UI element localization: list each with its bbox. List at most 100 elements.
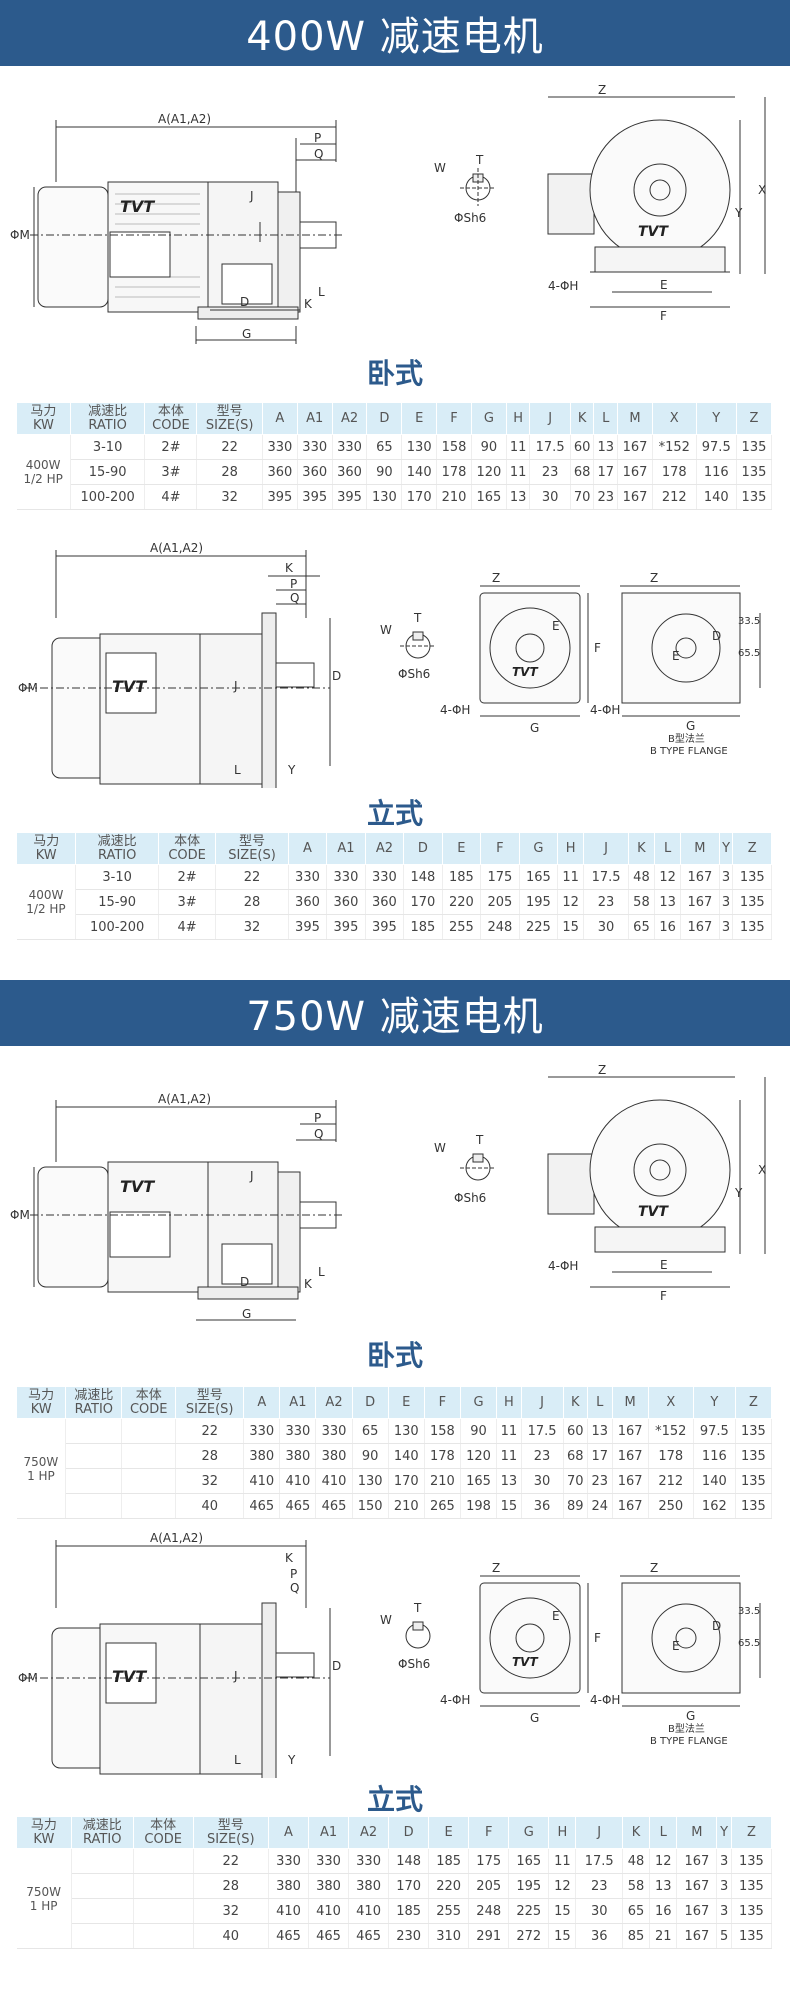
table-cell: 23 — [521, 1443, 564, 1469]
dim-p-label: P — [290, 577, 297, 591]
table-cell: 15 — [496, 1493, 522, 1519]
table-cell: 465 — [315, 1493, 353, 1519]
table-cell: 65 — [622, 1898, 651, 1924]
column-header: E — [401, 402, 438, 435]
table-cell: 167 — [617, 434, 653, 460]
horizontal-drawing-750w: A(A1,A2) P Q J D K L G ΦM TVT W T ΦSh6 Z… — [0, 1062, 790, 1330]
table-cell: 167 — [612, 1418, 649, 1444]
table-cell: 23 — [529, 459, 571, 485]
table-cell: 170 — [401, 484, 438, 510]
column-header: G — [508, 1816, 550, 1849]
column-header: A2 — [364, 832, 405, 865]
table-cell: 167 — [680, 889, 720, 915]
table-cell: 410 — [268, 1898, 310, 1924]
table-cell: 90 — [460, 1418, 498, 1444]
b-flange-cn-label: B型法兰 — [668, 732, 705, 745]
column-header: M — [617, 402, 653, 435]
table-cell: 2# — [144, 434, 198, 460]
table-cell: 330 — [297, 434, 333, 460]
table-cell: 130 — [401, 434, 438, 460]
dim-e-label-b: E — [672, 1639, 680, 1653]
table-cell: 465 — [348, 1923, 390, 1949]
table-cell: 23 — [583, 889, 629, 915]
table-cell: 58 — [628, 889, 656, 915]
column-header: H — [505, 402, 531, 435]
table-cell: 135 — [731, 1873, 773, 1899]
table-cell: 48 — [622, 1848, 651, 1874]
column-header: X — [647, 1386, 694, 1419]
dim-w-label: W — [380, 623, 392, 637]
table-cell: 60 — [563, 1418, 589, 1444]
dim-f-label: F — [660, 309, 667, 323]
table-cell: 36 — [575, 1923, 623, 1949]
table-cell: 135 — [736, 434, 773, 460]
table-cell: 15-90 — [75, 889, 159, 915]
table-cell: 167 — [612, 1443, 649, 1469]
dim-4-phi-h-label: 4-ΦH — [548, 1259, 578, 1273]
column-header: F — [480, 832, 520, 865]
table-cell: 175 — [480, 864, 520, 890]
horizontal-motor-diagram: A(A1,A2) P Q J D K L G ΦM TVT W T ΦSh6 Z… — [10, 83, 766, 344]
table-cell: 167 — [617, 484, 653, 510]
table-cell: 220 — [428, 1873, 470, 1899]
table-cell: 15-90 — [70, 459, 146, 485]
dim-4-phi-h-label: 4-ΦH — [440, 703, 470, 717]
table-cell: 395 — [288, 914, 328, 940]
dim-k-label: K — [304, 1277, 313, 1291]
dim-z-label: Z — [492, 571, 500, 585]
dim-phi-s-label: ΦSh6 — [398, 667, 430, 681]
table-cell: 32 — [175, 1468, 245, 1494]
dim-y-label: Y — [287, 763, 296, 777]
table-cell: 465 — [243, 1493, 281, 1519]
vertical-motor-diagram: A(A1,A2) K P Q J D L Y ΦM TVT W T ΦSh6 Z… — [18, 541, 761, 788]
table-cell: 220 — [442, 889, 482, 915]
column-header: M — [680, 832, 720, 865]
column-header: D — [366, 402, 403, 435]
table-cell: 167 — [612, 1468, 649, 1494]
table-cell: 3# — [158, 889, 217, 915]
table-cell — [133, 1923, 194, 1949]
table-cell — [71, 1848, 134, 1874]
dim-t-label: T — [413, 611, 422, 625]
column-header: E — [387, 1386, 425, 1419]
dim-z-label: Z — [598, 1063, 606, 1077]
dim-e-label: E — [552, 1609, 560, 1623]
column-header: Z — [734, 1386, 773, 1419]
table-cell: 120 — [471, 459, 507, 485]
table-cell: 330 — [268, 1848, 310, 1874]
column-header: H — [548, 1816, 577, 1849]
table-cell: 165 — [508, 1848, 550, 1874]
dim-k-label: K — [285, 1551, 294, 1565]
section-banner-750w: 750W 减速电机 — [0, 980, 790, 1046]
column-header: Y — [695, 402, 737, 435]
column-header: D — [351, 1386, 389, 1419]
table-cell: 58 — [622, 1873, 651, 1899]
table-cell: 12 — [654, 864, 682, 890]
table-cell: 167 — [680, 864, 720, 890]
table-cell: 13 — [649, 1873, 678, 1899]
column-header: J — [583, 832, 629, 865]
table-cell: 360 — [297, 459, 333, 485]
column-header: L — [593, 402, 619, 435]
table-cell: 410 — [308, 1898, 350, 1924]
table-cell — [65, 1418, 123, 1444]
table-cell: 30 — [575, 1898, 623, 1924]
table-cell: 198 — [460, 1493, 498, 1519]
column-header: A — [261, 402, 298, 435]
table-cell — [65, 1468, 123, 1494]
table-cell: 11 — [506, 434, 531, 460]
dim-k-label: K — [304, 297, 313, 311]
dim-q-label: Q — [314, 1127, 323, 1141]
table-cell: 410 — [315, 1468, 353, 1494]
table-cell: 130 — [352, 1468, 389, 1494]
table-cell: 12 — [548, 1873, 577, 1899]
dim-g-label: G — [530, 721, 539, 735]
